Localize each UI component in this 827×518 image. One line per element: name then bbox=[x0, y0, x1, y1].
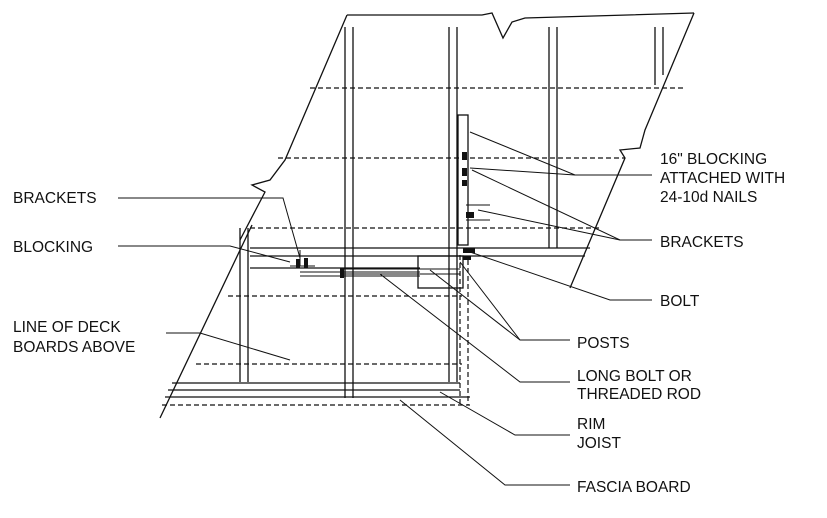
label-16-blocking-3: 24-10d NAILS bbox=[660, 189, 757, 206]
label-posts: POSTS bbox=[577, 335, 630, 352]
label-16-blocking-1: 16" BLOCKING bbox=[660, 151, 767, 168]
label-long-bolt-1: LONG BOLT OR bbox=[577, 368, 692, 385]
label-line-of-deck-2: BOARDS ABOVE bbox=[13, 339, 135, 356]
label-line-of-deck-1: LINE OF DECK bbox=[13, 319, 121, 336]
label-brackets-right: BRACKETS bbox=[660, 234, 744, 251]
sixteen-inch-blocking bbox=[457, 114, 490, 260]
label-long-bolt-2: THREADED ROD bbox=[577, 386, 701, 403]
label-blocking: BLOCKING bbox=[13, 239, 93, 256]
joists bbox=[239, 27, 664, 398]
blocking-beam bbox=[250, 247, 590, 289]
left-upper-edge bbox=[239, 14, 348, 241]
top-break-line bbox=[347, 12, 695, 40]
label-rim-2: JOIST bbox=[577, 435, 621, 452]
label-brackets-left: BRACKETS bbox=[13, 190, 97, 207]
framing-outline bbox=[159, 12, 695, 419]
rim-joist-fascia bbox=[162, 382, 470, 406]
label-bolt: BOLT bbox=[660, 293, 700, 310]
label-16-blocking-2: ATTACHED WITH bbox=[660, 170, 785, 187]
label-rim-1: RIM bbox=[577, 416, 605, 433]
label-fascia: FASCIA BOARD bbox=[577, 479, 691, 496]
deck-board-lines bbox=[196, 87, 683, 405]
left-lower-edge bbox=[159, 224, 253, 419]
right-edge bbox=[569, 12, 695, 289]
labels: BRACKETS BLOCKING LINE OF DECK BOARDS AB… bbox=[13, 151, 785, 496]
leader-lines bbox=[118, 131, 652, 486]
